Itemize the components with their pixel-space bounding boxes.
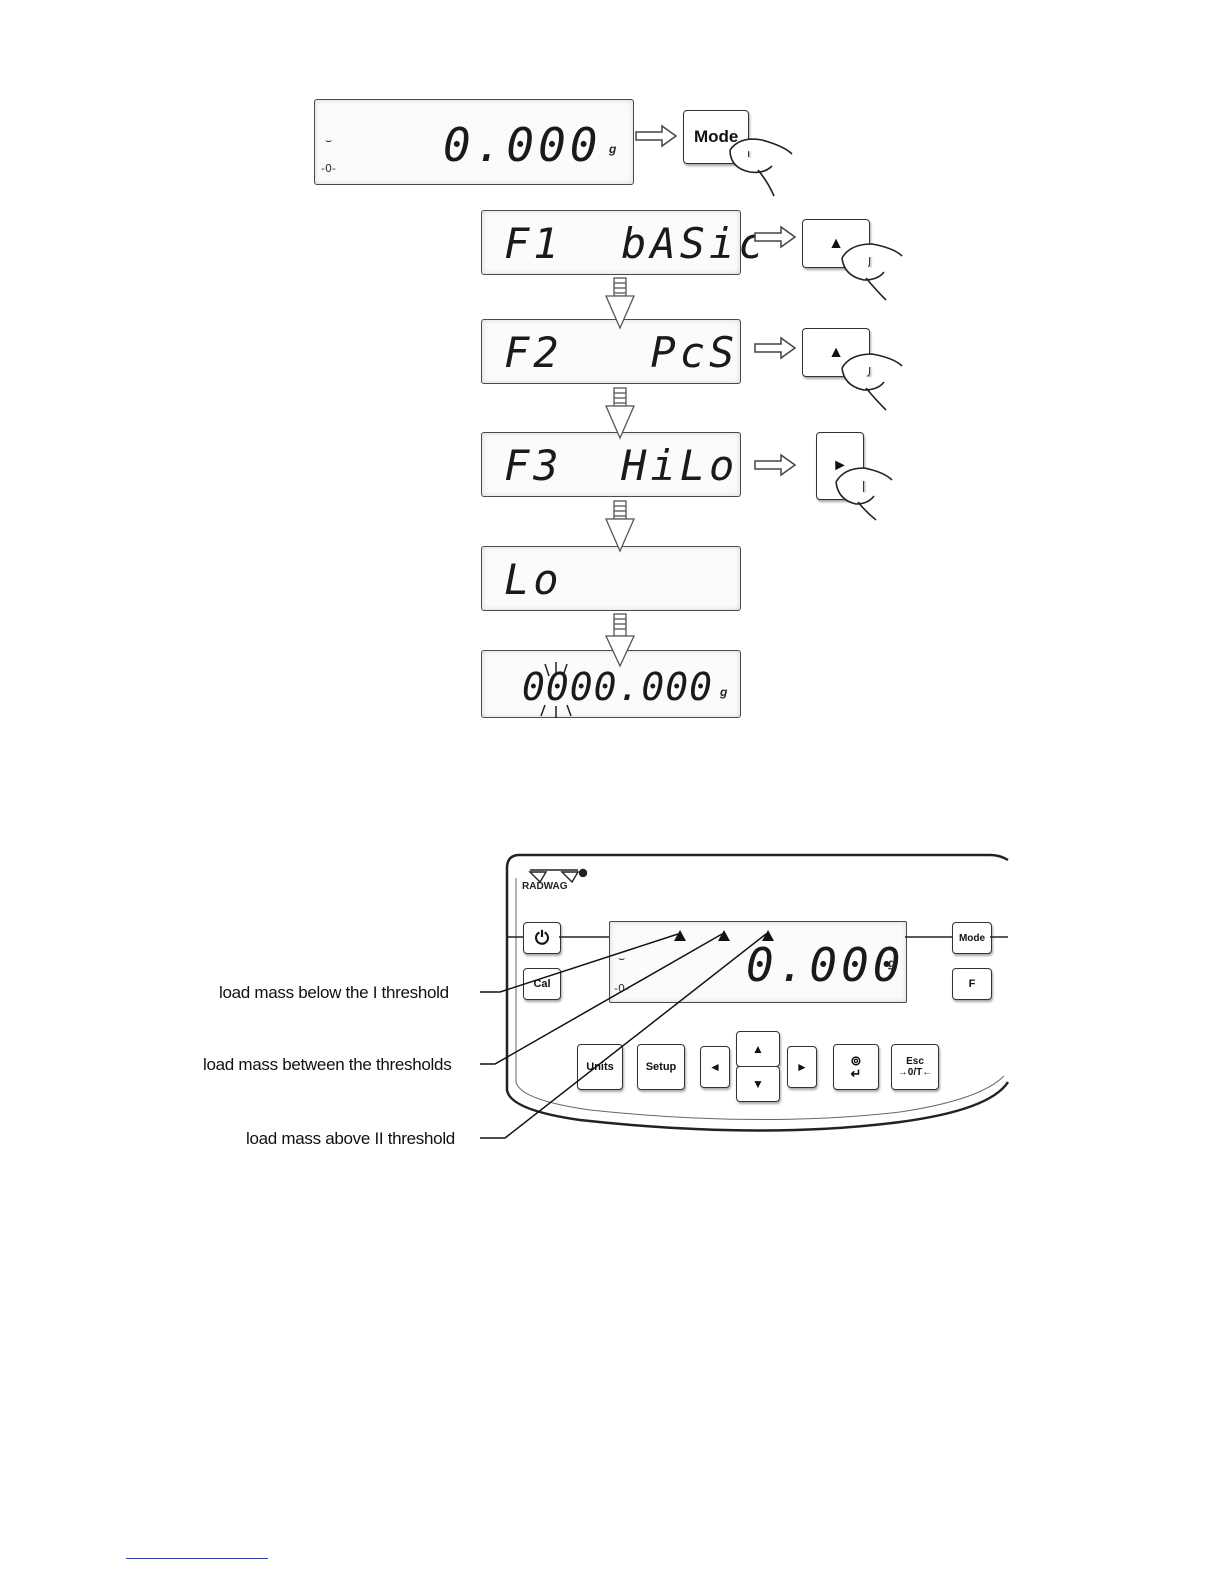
finger-icon	[730, 139, 792, 196]
leader-above-threshold	[480, 934, 766, 1138]
panel-housing	[507, 855, 1008, 1131]
down-arrow-icon	[606, 614, 634, 666]
blink-rays-icon	[541, 662, 571, 718]
leader-below-threshold	[480, 934, 678, 992]
down-arrow-icon	[606, 501, 634, 551]
finger-icon	[842, 354, 902, 410]
finger-icon	[842, 244, 902, 300]
right-arrow-icon	[755, 455, 795, 475]
brand-label: RADWAG	[522, 881, 568, 892]
right-arrow-icon	[755, 338, 795, 358]
right-arrow-icon	[636, 126, 676, 146]
finger-icon	[836, 468, 892, 520]
right-arrow-icon	[755, 227, 795, 247]
down-arrow-icon	[606, 388, 634, 438]
down-arrow-icon	[606, 278, 634, 328]
